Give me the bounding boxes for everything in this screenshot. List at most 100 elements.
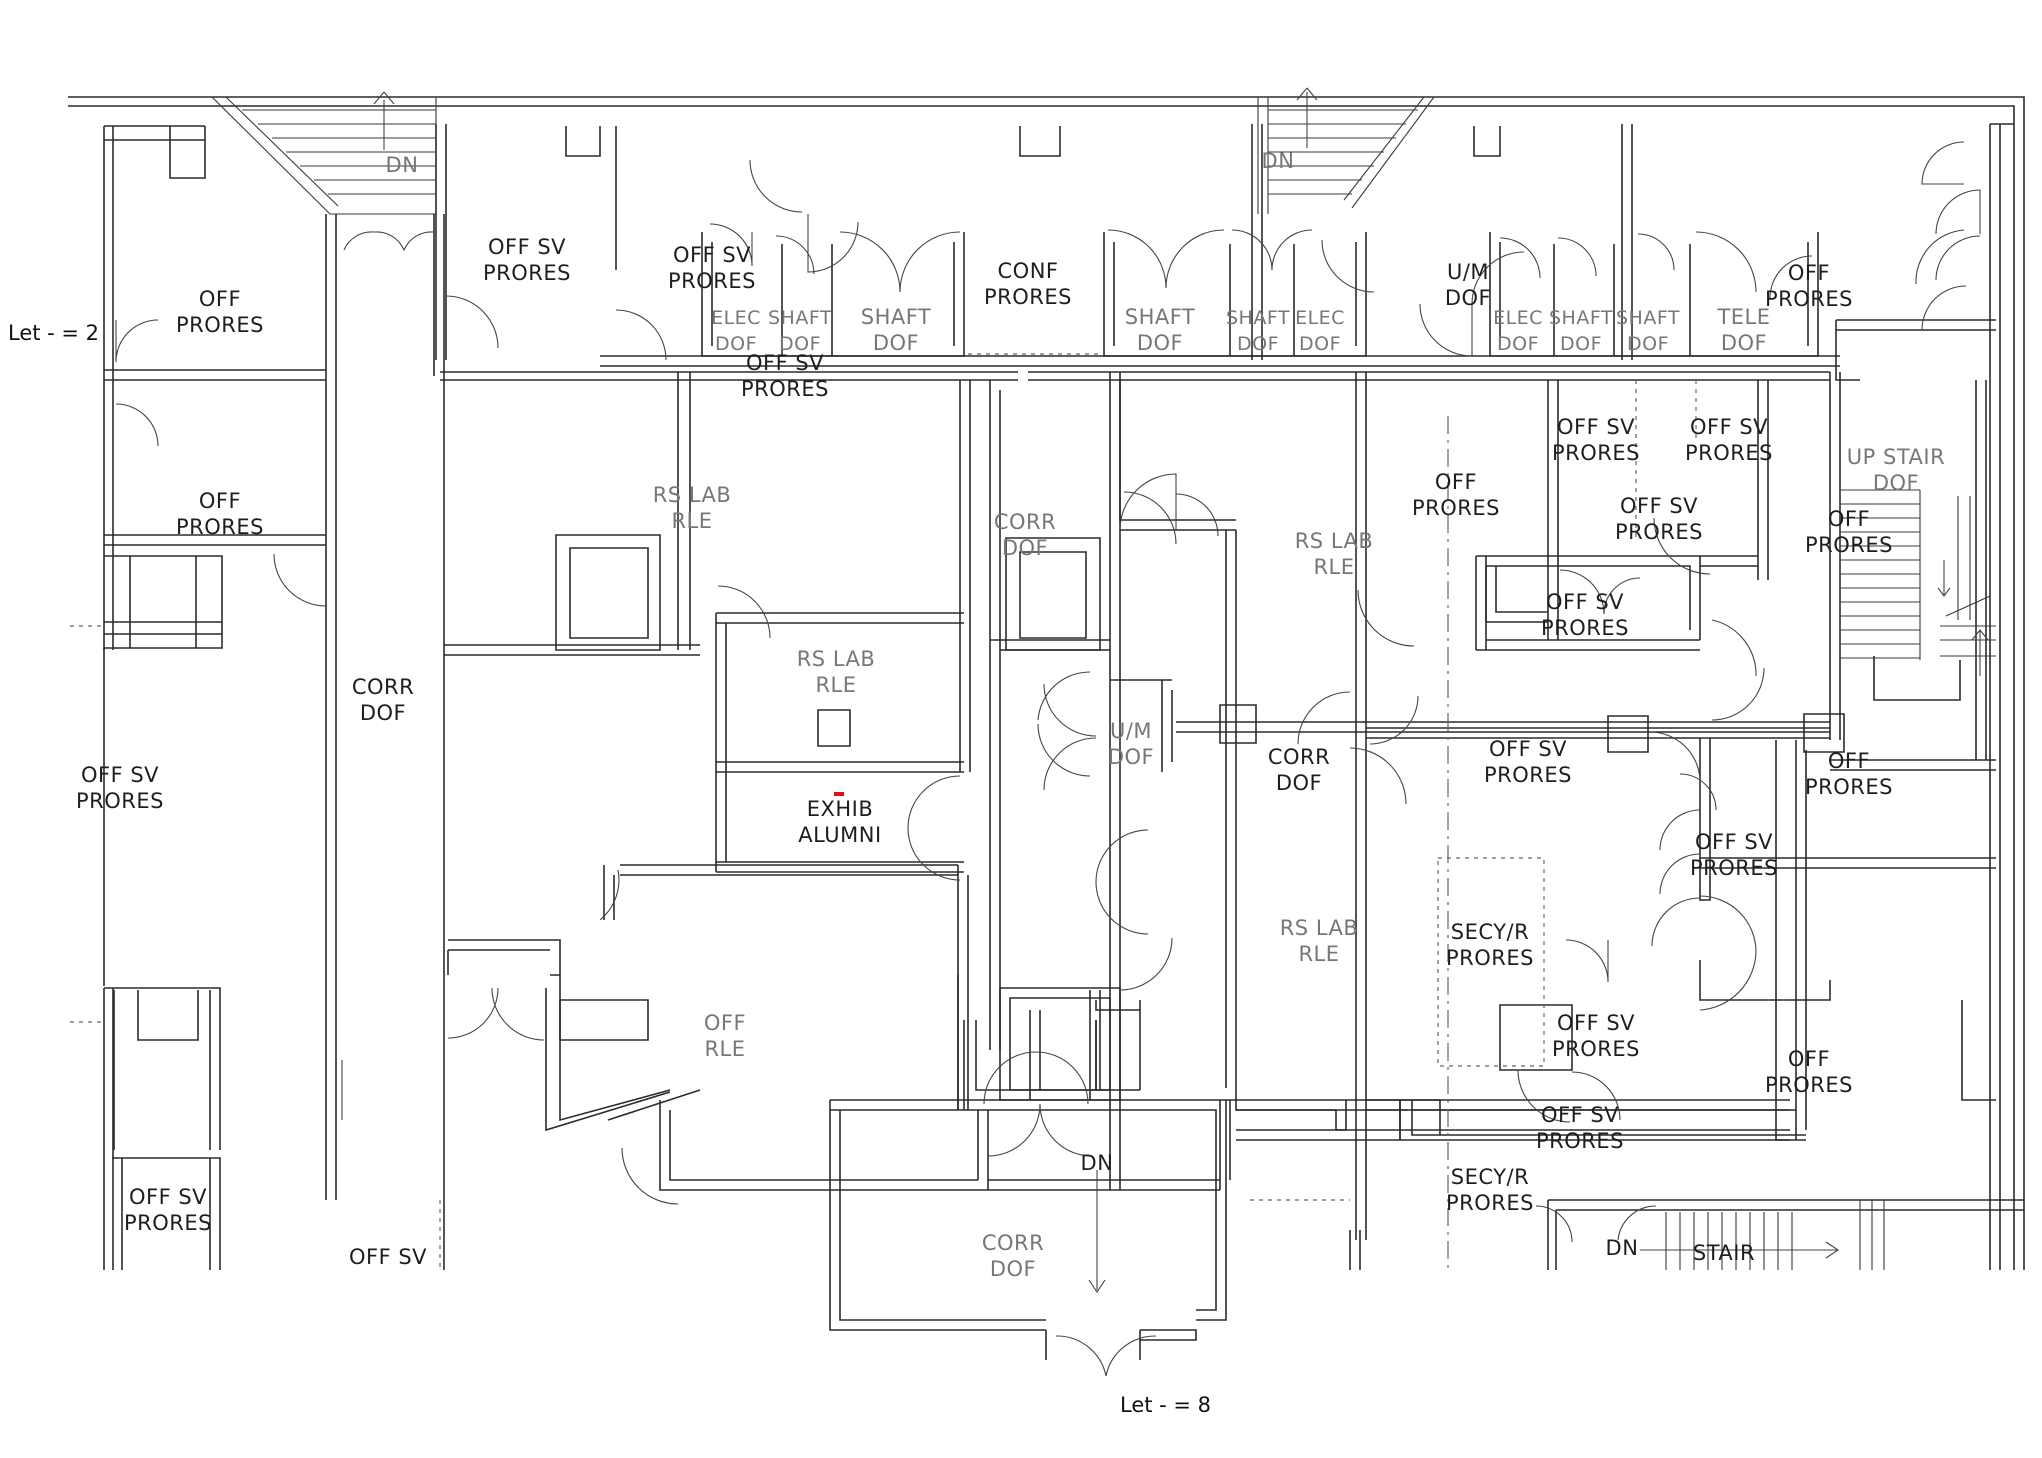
red-marker	[834, 792, 844, 796]
room-code: PRORES	[741, 377, 829, 401]
room-code: PRORES	[176, 515, 264, 539]
room-code: PRORES	[1412, 496, 1500, 520]
stair-top-center	[1257, 87, 1435, 214]
room-code: PRORES	[124, 1211, 212, 1235]
room-name: RS LAB	[653, 483, 732, 507]
plan-label: OFF SV	[349, 1245, 427, 1269]
room-name: OFF SV	[129, 1185, 207, 1209]
plan-label: DN	[1606, 1236, 1639, 1260]
room-code: ALUMNI	[798, 823, 881, 847]
room-code: DOF	[1002, 536, 1048, 560]
exterior-walls	[68, 96, 2025, 1270]
room-label: ELEC DOF	[1295, 307, 1345, 355]
room-code: RLE	[704, 1037, 745, 1061]
plan-label: DN	[386, 153, 419, 177]
room-name: OFF SV	[746, 351, 824, 375]
room-name: OFF	[1788, 261, 1830, 285]
room-code: DOF	[1137, 331, 1183, 355]
room-name: SHAFT	[1549, 307, 1613, 329]
room-name: CORR	[1268, 745, 1330, 769]
room-name: OFF	[704, 1011, 746, 1035]
room-name: OFF	[1828, 749, 1870, 773]
room-code: PRORES	[1552, 1037, 1640, 1061]
corridor-walls	[1176, 721, 1830, 1141]
shafts-and-fixtures	[103, 534, 1845, 1270]
room-code: DOF	[1299, 333, 1341, 355]
room-code: PRORES	[1805, 775, 1893, 799]
room-code: PRORES	[483, 261, 571, 285]
room-name: UP STAIR	[1847, 445, 1945, 469]
room-code: PRORES	[984, 285, 1072, 309]
room-code: PRORES	[1690, 856, 1778, 880]
room-code: PRORES	[1765, 287, 1853, 311]
room-code: PRORES	[1446, 946, 1534, 970]
stair-top-left	[211, 91, 437, 215]
room-name: OFF SV	[488, 235, 566, 259]
room-code: DOF	[1276, 771, 1322, 795]
room-code: DOF	[990, 1257, 1036, 1281]
room-name: SHAFT	[768, 307, 832, 329]
room-name: RS LAB	[1280, 916, 1359, 940]
room-name: OFF SV	[1489, 737, 1567, 761]
room-name: SHAFT	[1616, 307, 1680, 329]
room-name: OFF SV	[1695, 830, 1773, 854]
room-code: PRORES	[1805, 533, 1893, 557]
level-note-left: Let - = 2	[8, 321, 99, 345]
room-code: PRORES	[176, 313, 264, 337]
room-name: OFF	[1828, 507, 1870, 531]
room-code: RLE	[815, 673, 856, 697]
room-code: DOF	[1445, 286, 1491, 310]
room-code: PRORES	[668, 269, 756, 293]
room-name: RS LAB	[797, 647, 876, 671]
room-code: PRORES	[1536, 1129, 1624, 1153]
room-code: DOF	[873, 331, 919, 355]
room-name: ELEC	[1295, 307, 1345, 329]
room-code: PRORES	[1484, 763, 1572, 787]
stair-right	[1839, 489, 1996, 701]
room-code: DOF	[1497, 333, 1539, 355]
room-name: OFF SV	[1541, 1103, 1619, 1127]
room-code: PRORES	[1615, 520, 1703, 544]
door-swings	[115, 141, 1981, 1377]
room-code: PRORES	[1765, 1073, 1853, 1097]
room-name: SHAFT	[1125, 305, 1196, 329]
room-code: PRORES	[1685, 441, 1773, 465]
room-code: PRORES	[1552, 441, 1640, 465]
room-name: OFF SV	[1557, 415, 1635, 439]
room-name: OFF SV	[1690, 415, 1768, 439]
room-name: CORR	[982, 1231, 1044, 1255]
room-name: ELEC	[711, 307, 761, 329]
room-code: RLE	[1313, 555, 1354, 579]
room-name: U/M	[1110, 719, 1152, 743]
